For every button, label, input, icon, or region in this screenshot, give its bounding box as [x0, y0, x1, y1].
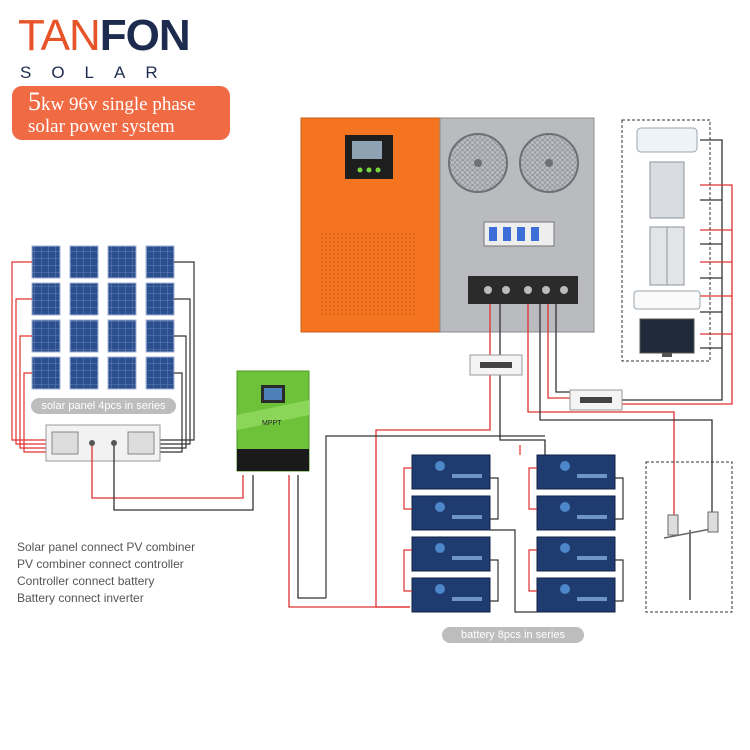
battery	[536, 577, 616, 613]
solar-panel	[69, 282, 99, 316]
inverter	[300, 117, 595, 333]
logo-subtitle: SOLAR	[20, 63, 178, 82]
mppt-controller	[236, 370, 310, 472]
battery-label: battery 8pcs in series	[442, 627, 584, 643]
battery	[536, 454, 616, 490]
solar-panel	[69, 245, 99, 279]
breaker-1	[469, 354, 523, 376]
pv-combiner	[45, 424, 161, 462]
solar-panel	[107, 356, 137, 390]
solar-panel	[145, 319, 175, 353]
water-heater	[636, 127, 698, 153]
battery-series-wires	[325, 435, 624, 613]
step-1: Solar panel connect PV combiner	[17, 540, 196, 554]
solar-panel	[107, 319, 137, 353]
brand-logo: TANFON SOLAR	[18, 14, 218, 84]
air-conditioner	[633, 290, 701, 310]
solar-panel	[145, 356, 175, 390]
breaker-2	[569, 389, 623, 411]
controller-brand-label: MPPT	[262, 420, 282, 427]
grounding-box	[645, 461, 733, 613]
television	[639, 318, 695, 354]
solar-panel	[107, 282, 137, 316]
battery	[536, 495, 616, 531]
battery	[536, 536, 616, 572]
solar-panel-array	[31, 245, 175, 390]
solar-panel-label: solar panel 4pcs in series	[31, 398, 176, 414]
battery-bank	[411, 454, 616, 613]
solar-panel	[31, 282, 61, 316]
battery	[411, 454, 491, 490]
inverter-wires	[375, 139, 733, 608]
logo-part2: FON	[99, 11, 191, 60]
solar-panel	[31, 319, 61, 353]
battery	[411, 577, 491, 613]
step-4: Battery connect inverter	[17, 591, 144, 605]
solar-panel	[69, 319, 99, 353]
battery	[411, 536, 491, 572]
title-line2: solar power system	[28, 116, 175, 137]
controller-battery-wires	[288, 475, 410, 608]
title-big-digit: 5	[28, 87, 41, 116]
solar-panel	[31, 356, 61, 390]
solar-panel	[107, 245, 137, 279]
logo-wordmark: TANFON	[18, 11, 191, 60]
loads-box	[621, 119, 711, 362]
panel-string-wires	[11, 261, 195, 453]
battery	[411, 495, 491, 531]
step-2: PV combiner connect controller	[17, 557, 184, 571]
title-line1: 5kw 96v single phase	[28, 89, 230, 116]
connection-steps: Solar panel connect PV combiner PV combi…	[17, 539, 195, 607]
title-line1-rest: kw 96v single phase	[41, 94, 196, 115]
logo-part1: TAN	[18, 11, 101, 60]
solar-panel	[145, 282, 175, 316]
solar-panel	[31, 245, 61, 279]
solar-panel	[145, 245, 175, 279]
washing-machine	[649, 161, 685, 219]
solar-panel	[69, 356, 99, 390]
step-3: Controller connect battery	[17, 574, 155, 588]
title-banner: 5kw 96v single phase solar power system	[12, 86, 230, 140]
combiner-controller-wires	[91, 446, 254, 511]
